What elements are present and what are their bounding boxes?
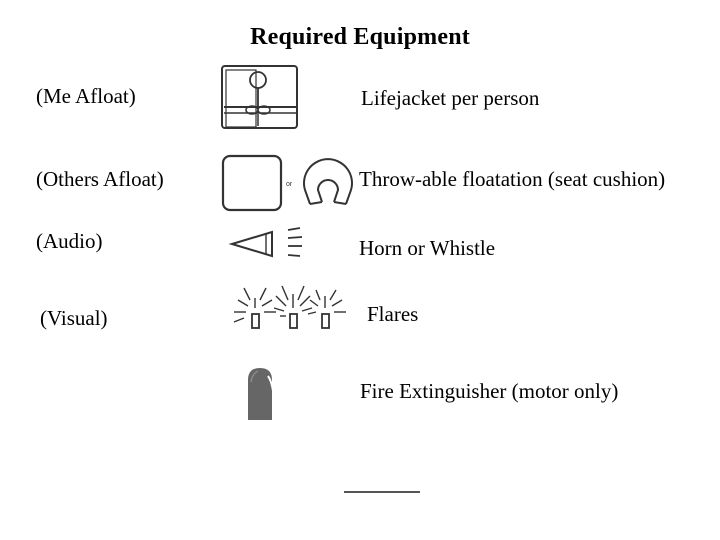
seat-cushion-and-ring-buoy-icon: or bbox=[220, 152, 360, 216]
label-me-afloat: (Me Afloat) bbox=[36, 84, 136, 108]
desc-flares: Flares bbox=[367, 302, 419, 326]
horn-whistle-icon bbox=[228, 224, 318, 264]
desc-horn-whistle: Horn or Whistle bbox=[359, 236, 496, 260]
or-connector-text: or bbox=[286, 181, 293, 188]
flares-icon bbox=[224, 278, 354, 334]
lifejacket-icon bbox=[220, 64, 300, 132]
label-others-afloat: (Others Afloat) bbox=[36, 167, 164, 191]
divider-line bbox=[344, 491, 420, 493]
fire-extinguisher-icon bbox=[244, 366, 280, 422]
desc-fire-extinguisher: Fire Extinguisher (motor only) bbox=[360, 379, 619, 403]
desc-throwable: Throw-able floatation (seat cushion) bbox=[359, 167, 666, 191]
label-audio: (Audio) bbox=[36, 229, 103, 253]
label-visual: (Visual) bbox=[40, 306, 108, 330]
page-title: Required Equipment bbox=[250, 24, 470, 50]
desc-lifejacket: Lifejacket per person bbox=[361, 86, 540, 110]
